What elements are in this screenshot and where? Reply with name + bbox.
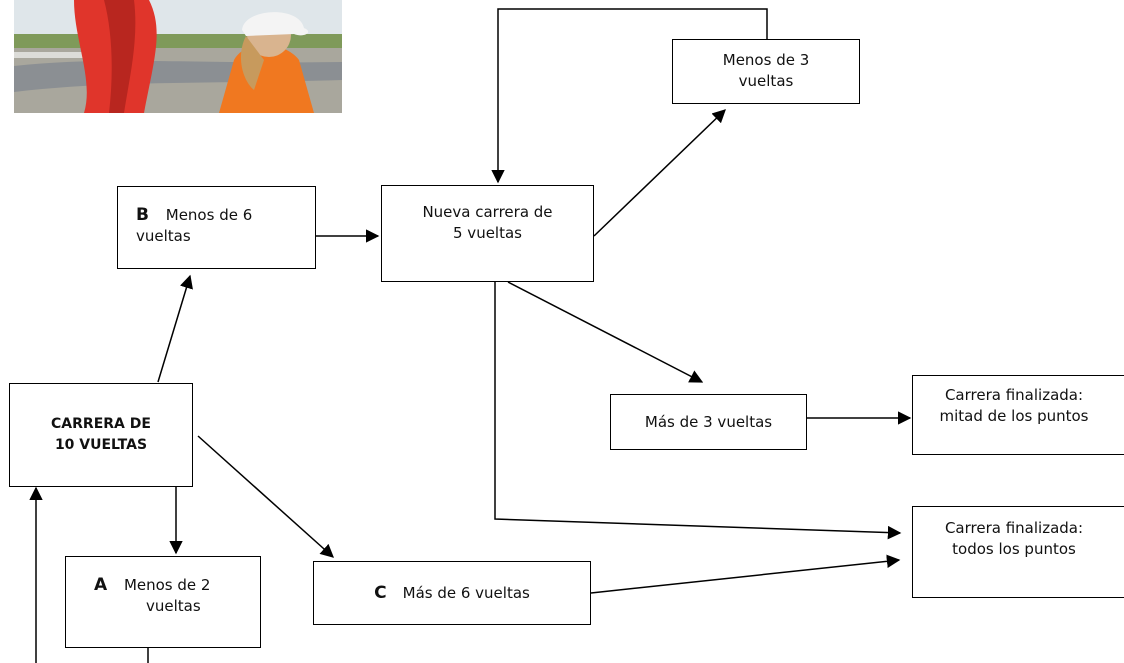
node-b-letter: B — [136, 205, 149, 225]
node-menos3-line2: vueltas — [738, 72, 794, 90]
node-b-menos-6-vueltas: B Menos de 6 vueltas — [117, 186, 316, 269]
node-fin-todos-line2: todos los puntos — [952, 540, 1076, 558]
node-fin-mitad-line1: Carrera finalizada: — [944, 386, 1084, 404]
node-mas-3-vueltas: Más de 3 vueltas — [610, 394, 807, 450]
node-menos3-line1: Menos de 3 — [722, 51, 810, 69]
node-finalizada-mitad-puntos: Carrera finalizada: mitad de los puntos — [912, 375, 1124, 455]
arrow-carrera10-to-menos6 — [157, 274, 193, 383]
node-fin-todos-line1: Carrera finalizada: — [944, 519, 1084, 537]
arrow-mas6-to-fin-todos — [590, 554, 901, 594]
node-finalizada-todos-puntos: Carrera finalizada: todos los puntos — [912, 506, 1124, 598]
node-b-line2: vueltas — [136, 227, 191, 245]
node-carrera-10-line1: CARRERA DE — [51, 416, 151, 432]
node-nueva-line1: Nueva carrera de — [422, 203, 553, 221]
arrow-nueva5-to-mas3 — [507, 281, 704, 383]
node-a-letter: A — [94, 575, 108, 595]
node-c-label: Más de 6 vueltas — [402, 583, 530, 602]
node-a-menos-2-vueltas: A Menos de 2 vueltas — [65, 556, 261, 648]
node-c-letter: C — [374, 582, 387, 603]
node-a-line2: vueltas — [146, 597, 201, 615]
node-nueva-carrera-5-vueltas: Nueva carrera de 5 vueltas — [381, 185, 594, 282]
arrow-nueva5-to-menos3 — [593, 109, 726, 237]
node-fin-mitad-line2: mitad de los puntos — [939, 407, 1089, 425]
node-c-mas-6-vueltas: C Más de 6 vueltas — [313, 561, 591, 625]
node-b-line1: Menos de 6 — [165, 206, 253, 224]
arrow-nueva5-to-fin-todos — [494, 282, 902, 540]
arrow-carrera10-to-mas6 — [197, 435, 335, 558]
node-menos-3-vueltas: Menos de 3 vueltas — [672, 39, 860, 104]
node-carrera-10-line2: 10 VUELTAS — [54, 437, 148, 453]
node-nueva-line2: 5 vueltas — [453, 224, 522, 242]
node-carrera-10-vueltas: CARRERA DE 10 VUELTAS — [9, 383, 193, 487]
node-mas3-label: Más de 3 vueltas — [644, 412, 773, 431]
race-marshal-photo — [14, 0, 342, 113]
node-a-line1: Menos de 2 — [123, 576, 211, 594]
arrow-menos3-loop — [491, 8, 768, 184]
